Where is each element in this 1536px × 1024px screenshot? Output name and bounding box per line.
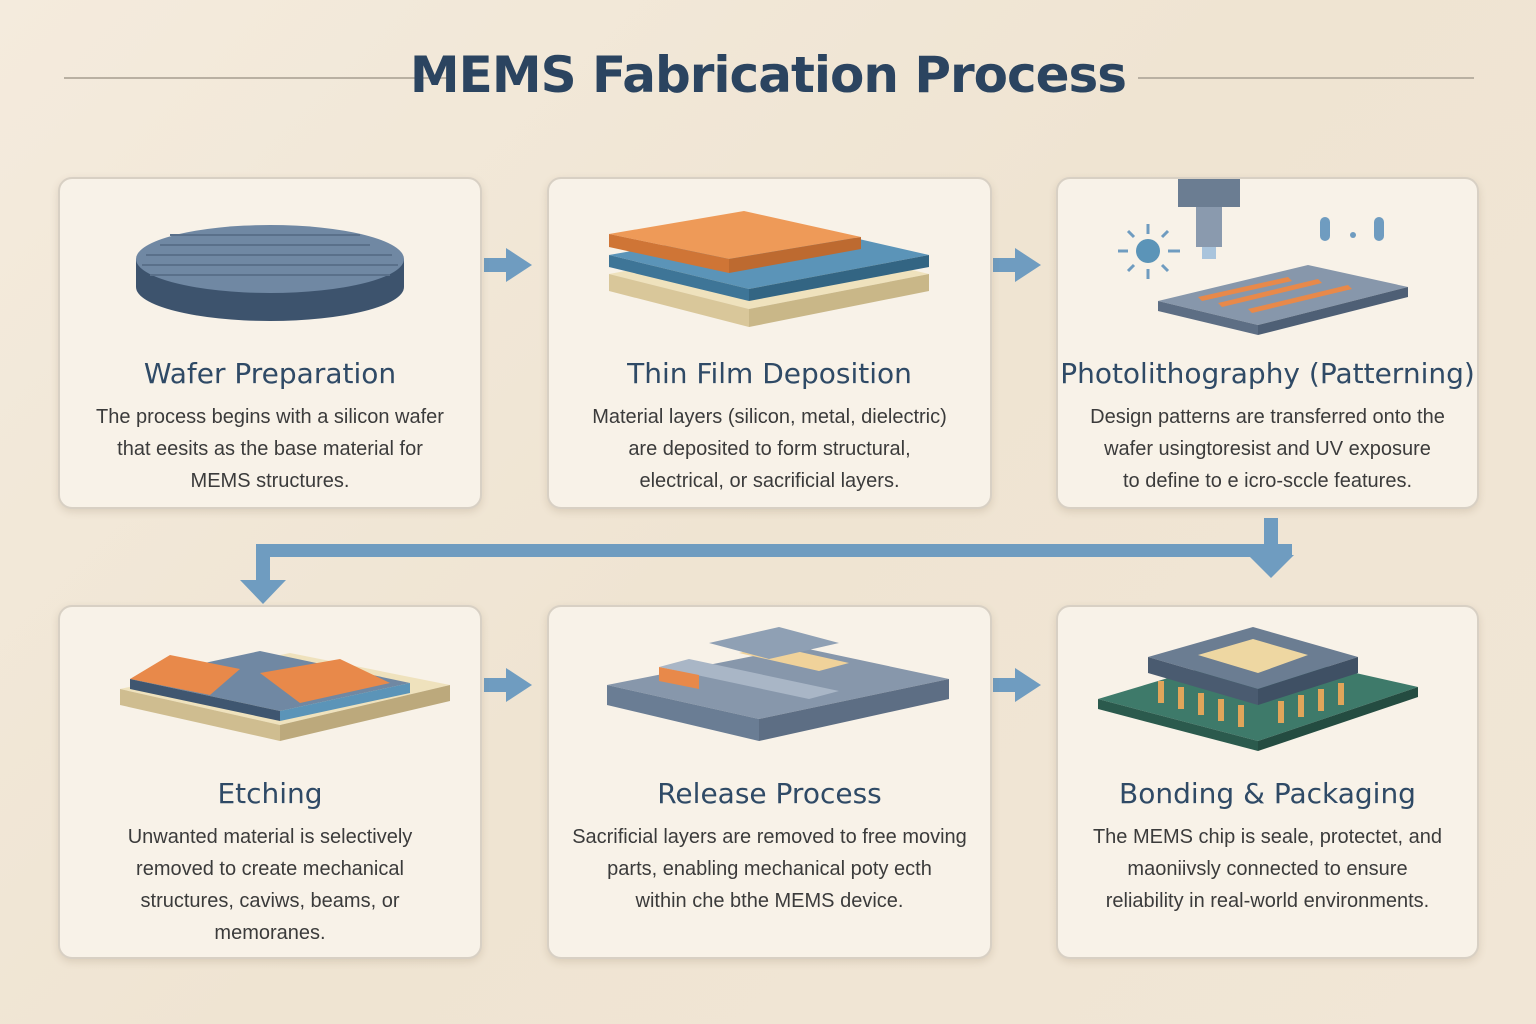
photolithography-icon xyxy=(1118,179,1408,335)
description-line: to define to e icro-sccle features. xyxy=(1122,470,1413,492)
step-description: Sacrificial layers are removed to free m… xyxy=(563,821,976,917)
layered-film-icon xyxy=(609,211,929,327)
step-title: Etching xyxy=(217,777,323,810)
arrow-right-icon xyxy=(993,248,1041,282)
step-card-bonding-packaging: Bonding & Packaging The MEMS chip is sea… xyxy=(1056,605,1479,959)
description-line: reliability in real-world environments. xyxy=(1105,890,1430,912)
step-title: Thin Film Deposition xyxy=(627,357,912,390)
arrow-right-icon xyxy=(484,668,532,702)
step-title: Bonding & Packaging xyxy=(1119,777,1416,810)
step-description: The process begins with a silicon wafer … xyxy=(74,401,466,497)
description-line: structures, caviws, beams, or xyxy=(140,890,400,912)
step-description: The MEMS chip is seale, protectet, and m… xyxy=(1072,821,1463,917)
description-line: Unwanted material is selectively xyxy=(127,826,413,848)
step-description: Unwanted material is selectively removed… xyxy=(74,821,466,949)
step-title: Photolithography (Patterning) xyxy=(1060,357,1475,390)
description-line: MEMS structures. xyxy=(190,470,350,492)
description-line: maoniivsly connected to ensure xyxy=(1127,858,1408,880)
description-line: within che bthe MEMS device. xyxy=(635,890,904,912)
return-arrow-icon xyxy=(240,518,1294,604)
step-card-release-process: Release Process Sacrificial layers are r… xyxy=(547,605,992,959)
step-card-thin-film-deposition: Thin Film Deposition Material layers (si… xyxy=(547,177,992,509)
page-title: MEMS Fabrication Process xyxy=(409,46,1127,104)
arrow-right-icon xyxy=(993,668,1041,702)
title-rule-right xyxy=(1138,77,1474,79)
released-structure-icon xyxy=(607,627,949,741)
uv-sun-icon xyxy=(1118,224,1180,279)
step-title: Wafer Preparation xyxy=(143,357,397,390)
arrow-right-icon xyxy=(484,248,532,282)
step-title: Release Process xyxy=(657,777,882,810)
step-card-photolithography: Photolithography (Patterning) Design pat… xyxy=(1056,177,1479,509)
step-card-etching: Etching Unwanted material is selectively… xyxy=(58,605,482,959)
description-line: Sacrificial layers are removed to free m… xyxy=(572,826,967,848)
step-card-wafer-preparation: Wafer Preparation The process begins wit… xyxy=(58,177,482,509)
description-line: that eesits as the base material for xyxy=(117,438,423,460)
description-line: electrical, or sacrificial layers. xyxy=(639,470,900,492)
silicon-wafer-icon xyxy=(136,225,404,321)
etched-wafer-icon xyxy=(120,651,450,741)
description-line: wafer usingtoresist and UV exposure xyxy=(1104,438,1431,460)
packaged-chip-icon xyxy=(1098,627,1418,751)
step-description: Material layers (silicon, metal, dielect… xyxy=(563,401,976,497)
description-line: are deposited to form structural, xyxy=(628,438,911,460)
description-line: removed to create mechanical xyxy=(136,858,404,880)
description-line: parts, enabling mechanical poty ecth xyxy=(607,858,932,880)
description-line: Material layers (silicon, metal, dielect… xyxy=(592,406,947,428)
title-rule-left xyxy=(64,77,450,79)
description-line: The process begins with a silicon wafer xyxy=(96,406,444,428)
step-description: Design patterns are transferred onto the… xyxy=(1072,401,1463,497)
description-line: Design patterns are transferred onto the xyxy=(1090,406,1445,428)
description-line: memoranes. xyxy=(214,922,326,944)
description-line: The MEMS chip is seale, protectet, and xyxy=(1092,826,1443,848)
